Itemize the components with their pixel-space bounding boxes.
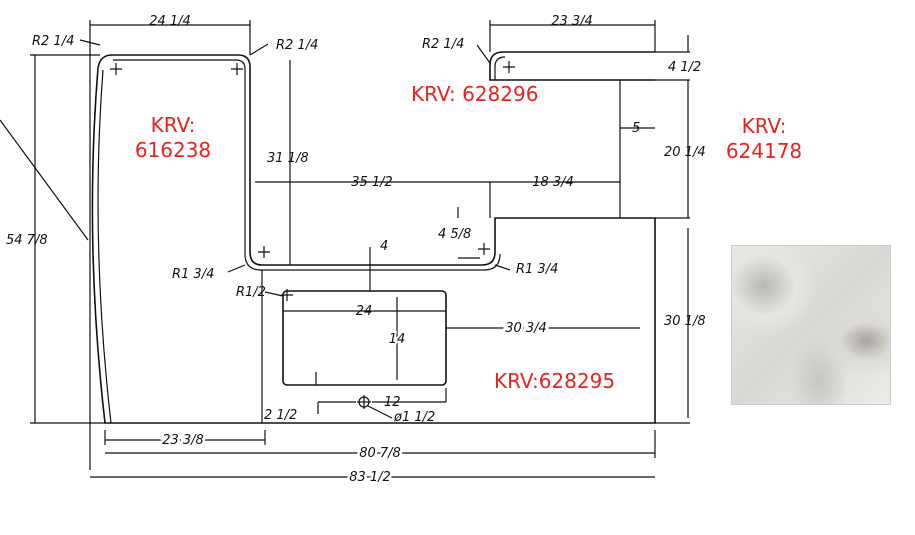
krv-right-label-2: 624178 [726,139,802,163]
sink-cutout [282,290,447,386]
dim-sink-width: 24 [356,304,373,319]
dim-sink-to-right: 30 3/4 [505,321,547,336]
dim-r-top-left: R2 1/4 [32,34,74,49]
dim-right-span: 18 3/4 [532,175,574,190]
dim-faucet-offset: 12 [384,395,401,410]
dim-bottom-mid: 80 7/8 [359,446,401,461]
dim-r-inner-left: R1 3/4 [172,267,214,282]
marble-swatch-image [731,245,891,405]
dim-top-left-width: 24 1/4 [149,14,191,29]
dim-mid-span: 35 1/2 [351,175,393,190]
countertop-outline [91,54,656,424]
dim-step: 5 [632,121,640,136]
dim-faucet-dia: ø1 1/2 [393,410,435,425]
left-inner-edge [97,69,112,424]
upper-right-inner-edge [494,56,506,80]
dim-right-top-depth: 4 1/2 [668,60,701,75]
krv-bottom-label: KRV:628295 [494,369,615,393]
dim-overall-height: 54 7/8 [6,233,48,248]
upper-right-piece [489,51,655,81]
dim-sink-radius: R1/2 [236,285,266,300]
krv-top-label: KRV: 628296 [411,82,538,106]
dim-sink-depth: 14 [389,332,406,347]
krv-left-label-1: KRV: [151,113,196,137]
krv-left-label-2: 616238 [135,138,211,162]
dim-step-height: 4 5/8 [438,227,471,242]
dim-right-height: 20 1/4 [664,145,706,160]
dim-top-right-width: 23 3/4 [551,14,593,29]
dim-faucet-front: 2 1/2 [264,408,297,423]
dim-lower-right-height: 30 1/8 [664,314,706,329]
dim-bottom-left: 23 3/8 [162,433,204,448]
dim-left-inner-height: 31 1/8 [267,151,309,166]
dimension-lines [0,20,689,478]
countertop-inner-edge [113,59,501,271]
krv-right-label-1: KRV: [742,114,787,138]
dim-r-top-mid: R2 1/4 [276,38,318,53]
dim-sink-offset: 4 [380,239,388,254]
dim-r-top-right: R2 1/4 [422,37,464,52]
dim-r-inner-right: R1 3/4 [516,262,558,277]
dim-bottom-overall: 83 1/2 [349,470,391,485]
center-marks [110,61,515,301]
